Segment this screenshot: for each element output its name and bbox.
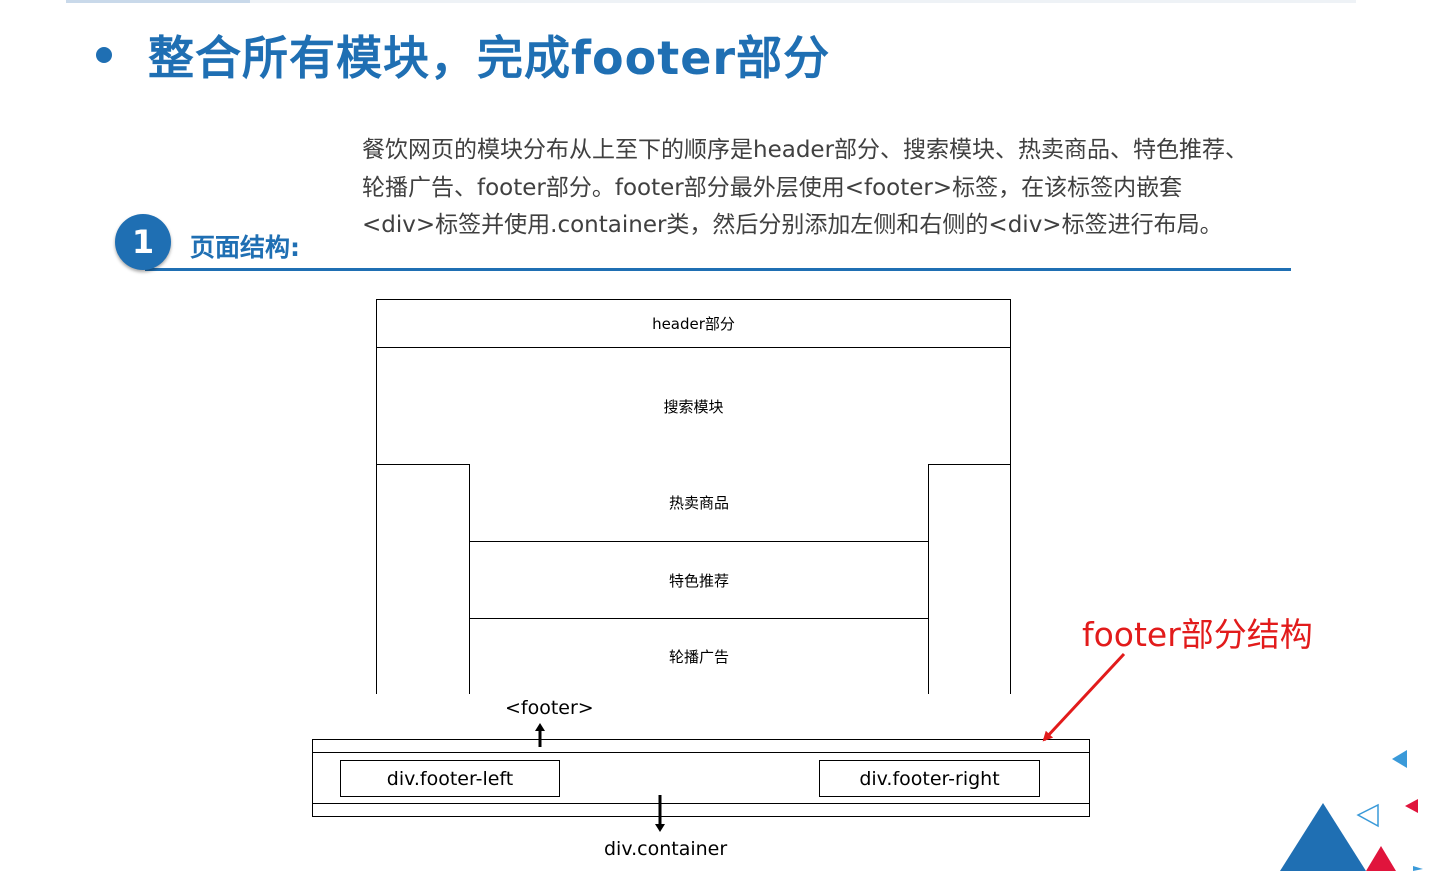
deco-light-blue-triangle xyxy=(1392,750,1407,768)
footer-tag-arrowhead-icon xyxy=(535,723,545,731)
deco-small-red-triangle xyxy=(1405,799,1418,813)
deco-tiny-blue-triangle xyxy=(1413,866,1423,871)
container-arrowhead-icon xyxy=(655,824,665,832)
deco-outline-triangle xyxy=(1358,805,1378,826)
annotation-arrow-icon xyxy=(1044,654,1124,740)
deco-red-triangle xyxy=(1366,846,1396,871)
deco-blue-triangle-large xyxy=(1280,803,1366,871)
